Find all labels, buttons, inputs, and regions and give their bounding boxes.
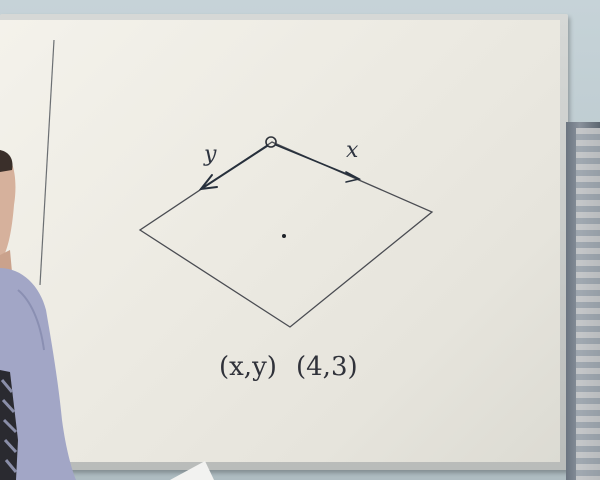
coordinate-example: (4,3) [296,352,358,382]
y-axis-arrow [198,145,268,191]
label-y: y [203,142,217,167]
label-x: x [346,138,359,163]
center-dot [282,234,286,238]
x-axis-arrow [275,144,362,183]
display-border [576,128,600,480]
origin-circle [265,136,277,148]
board-edge-line [39,39,55,286]
rhombus-shape [138,141,434,328]
whiteboard [0,20,560,462]
coordinate-general: (x,y) [219,352,277,382]
